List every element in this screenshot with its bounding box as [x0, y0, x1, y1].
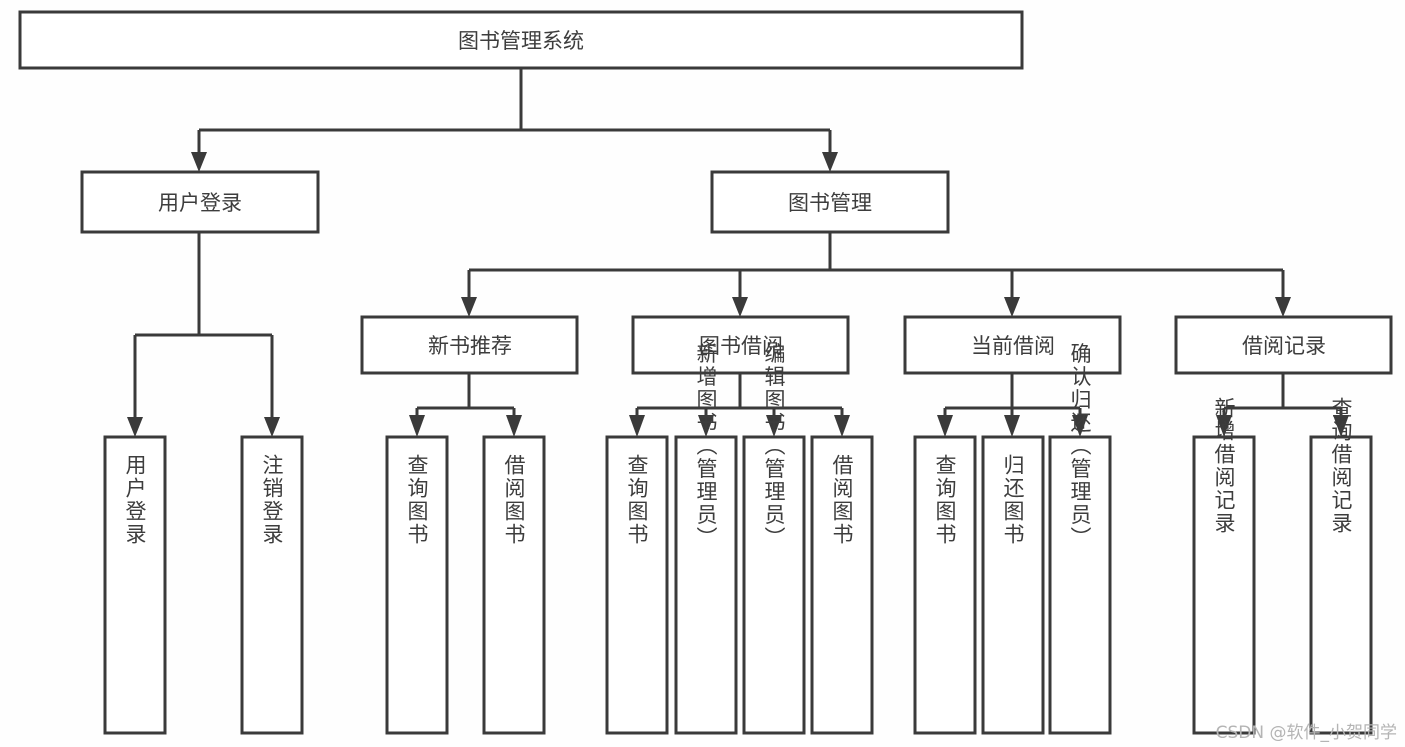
arrow-level2-new-book — [461, 297, 477, 317]
arrow-root-to-user-login — [191, 152, 207, 172]
leaf-new-book-2-box[interactable] — [482, 435, 546, 735]
arrow-newbook-leaf-1 — [409, 415, 425, 437]
leaf-book-borrow-1-label: 查询图书 — [625, 454, 649, 546]
node-root-label: 图书管理系统 — [458, 29, 584, 53]
leaf-current-borrow-1-box[interactable] — [913, 435, 977, 735]
arrow-newbook-leaf-2 — [506, 415, 522, 437]
arrow-currentborrow-leaf-2 — [1004, 415, 1020, 437]
node-book-borrow-label: 图书借阅 — [699, 334, 783, 358]
arrow-currentborrow-leaf-3 — [1072, 415, 1088, 437]
arrow-bookborrow-leaf-4 — [834, 415, 850, 437]
leaf-book-borrow-3[interactable]: 编辑图书（管理员） — [742, 343, 806, 735]
leaf-current-borrow-1-label: 查询图书 — [933, 454, 957, 546]
leaf-new-book-1[interactable]: 查询图书 — [385, 435, 449, 735]
leaf-current-borrow-1[interactable]: 查询图书 — [913, 435, 977, 735]
node-new-book-recommend-box[interactable] — [360, 315, 579, 375]
leaf-book-borrow-2-box[interactable] — [674, 435, 738, 735]
leaf-user-login-2-box[interactable] — [240, 435, 304, 735]
leaf-borrow-record-1-label: 新增借阅记录 — [1212, 397, 1236, 535]
node-current-borrow[interactable]: 当前借阅 — [903, 315, 1122, 375]
leaf-book-borrow-3-label: 编辑图书（管理员） — [762, 343, 786, 550]
leaf-book-borrow-1-box[interactable] — [605, 435, 669, 735]
node-book-borrow[interactable]: 图书借阅 — [631, 315, 850, 375]
node-current-borrow-label: 当前借阅 — [971, 334, 1055, 358]
arrow-root-to-book-manage — [822, 152, 838, 172]
leaf-current-borrow-2-box[interactable] — [981, 435, 1045, 735]
node-current-borrow-box[interactable] — [903, 315, 1122, 375]
connector-layer — [127, 68, 1349, 437]
leaf-user-login-1-box[interactable] — [103, 435, 167, 735]
arrow-bookborrow-leaf-2 — [698, 415, 714, 437]
arrow-userlogin-leaf-2 — [264, 417, 280, 437]
arrow-level2-borrow-record — [1275, 297, 1291, 317]
node-book-borrow-box[interactable] — [631, 315, 850, 375]
node-borrow-record-box[interactable] — [1174, 315, 1393, 375]
node-book-manage[interactable]: 图书管理 — [710, 170, 950, 234]
node-book-manage-label: 图书管理 — [788, 191, 872, 215]
arrow-borrowrecord-leaf-1 — [1216, 415, 1232, 437]
leaf-user-login-1-label: 用户登录 — [123, 454, 147, 546]
node-borrow-record-label: 借阅记录 — [1242, 334, 1326, 358]
node-user-login-label: 用户登录 — [158, 191, 242, 215]
arrow-currentborrow-leaf-1 — [937, 415, 953, 437]
arrow-userlogin-leaf-1 — [127, 417, 143, 437]
leaf-new-book-1-label: 查询图书 — [405, 454, 429, 546]
node-new-book-recommend[interactable]: 新书推荐 — [360, 315, 579, 375]
leaf-user-login-1[interactable]: 用户登录 — [103, 435, 167, 735]
leaf-new-book-1-box[interactable] — [385, 435, 449, 735]
leaf-borrow-record-2-label: 查询借阅记录 — [1329, 397, 1353, 535]
node-borrow-record[interactable]: 借阅记录 — [1174, 315, 1393, 375]
leaf-user-login-2-label: 注销登录 — [260, 454, 284, 546]
leaf-book-borrow-4-box[interactable] — [810, 435, 874, 735]
node-book-manage-box[interactable] — [710, 170, 950, 234]
node-user-login-box[interactable] — [80, 170, 320, 234]
arrow-level2-book-borrow — [732, 297, 748, 317]
leaf-borrow-record-2[interactable]: 查询借阅记录 — [1309, 397, 1373, 735]
leaf-current-borrow-3-label: 确认归还（管理员） — [1068, 343, 1092, 550]
leaf-borrow-record-1-box[interactable] — [1192, 435, 1256, 735]
node-root-box[interactable] — [18, 10, 1024, 70]
node-root[interactable]: 图书管理系统 — [18, 10, 1024, 70]
leaf-book-borrow-3-box[interactable] — [742, 435, 806, 735]
leaf-current-borrow-2[interactable]: 归还图书 — [981, 435, 1045, 735]
node-new-book-recommend-label: 新书推荐 — [428, 334, 512, 358]
leaf-borrow-record-1[interactable]: 新增借阅记录 — [1192, 397, 1256, 735]
leaf-current-borrow-3[interactable]: 确认归还（管理员） — [1048, 343, 1112, 735]
leaf-book-borrow-2-label: 新增图书（管理员） — [694, 343, 718, 550]
leaf-new-book-2[interactable]: 借阅图书 — [482, 435, 546, 735]
arrow-bookborrow-leaf-1 — [629, 415, 645, 437]
leaf-new-book-2-label: 借阅图书 — [502, 454, 526, 546]
leaf-user-login-2[interactable]: 注销登录 — [240, 435, 304, 735]
node-user-login[interactable]: 用户登录 — [80, 170, 320, 234]
leaf-borrow-record-2-box[interactable] — [1309, 435, 1373, 735]
leaf-book-borrow-4[interactable]: 借阅图书 — [810, 435, 874, 735]
leaf-book-borrow-1[interactable]: 查询图书 — [605, 435, 669, 735]
leaf-current-borrow-3-box[interactable] — [1048, 435, 1112, 735]
leaf-book-borrow-4-label: 借阅图书 — [830, 454, 854, 546]
arrow-bookborrow-leaf-3 — [766, 415, 782, 437]
leaf-current-borrow-2-label: 归还图书 — [1001, 454, 1025, 546]
arrow-borrowrecord-leaf-2 — [1333, 415, 1349, 437]
leaf-book-borrow-2[interactable]: 新增图书（管理员） — [674, 343, 738, 735]
arrow-level2-current-borrow — [1004, 297, 1020, 317]
